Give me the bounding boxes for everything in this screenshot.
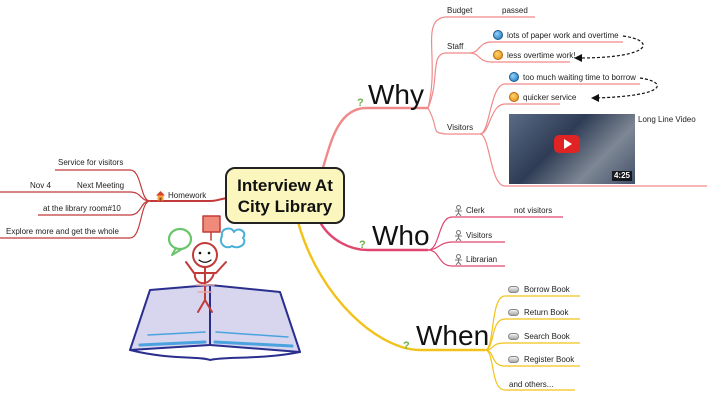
homework-item-library-room[interactable]: at the library room#10 [43, 204, 121, 213]
when-item-search-book[interactable]: Search Book [524, 332, 570, 341]
when-item5-line [484, 349, 575, 391]
who-to-clerk [427, 216, 495, 251]
when-topic[interactable]: When [416, 320, 490, 351]
pill-icon [508, 309, 519, 316]
budget-detail[interactable]: passed [502, 6, 528, 15]
globe-icon [493, 30, 503, 40]
who-item-visitors[interactable]: Visitors [466, 231, 493, 240]
visitors-item2-line [479, 103, 560, 135]
homework-item1-line [55, 169, 151, 202]
why-hint-question-mark-icon: ? [357, 97, 364, 109]
when-item-return-book[interactable]: Return Book [524, 308, 569, 317]
staff-item1-line [469, 41, 623, 54]
when-item-register-book[interactable]: Register Book [524, 355, 575, 364]
when-item-borrow-book[interactable]: Borrow Book [524, 285, 570, 294]
illustration-person-book [129, 215, 301, 361]
long-line-video-thumbnail[interactable]: 4:25 [509, 114, 635, 184]
who-to-librarian [427, 249, 505, 267]
who-hint-question-mark-icon: ? [359, 239, 366, 251]
smiley-icon [493, 50, 503, 60]
person-icon [455, 205, 462, 216]
person-icon [455, 254, 462, 265]
video-title[interactable]: Long Line Video [638, 115, 696, 124]
video-play-icon[interactable] [554, 135, 580, 153]
pill-icon [508, 286, 519, 293]
staff-item-less-overtime[interactable]: less overtime work! [507, 51, 576, 60]
who-topic[interactable]: Who [372, 220, 430, 251]
why-to-budget [427, 16, 446, 109]
when-item3-line [484, 342, 580, 351]
staff-relationship-arrow [577, 35, 644, 59]
video-duration: 4:25 [611, 171, 632, 181]
who-main-branch [318, 221, 369, 252]
homework-item-next-meeting[interactable]: Next Meeting [77, 181, 125, 190]
homework-item4-line [0, 200, 151, 239]
visitors-video-line [479, 133, 707, 187]
homework-item-explore-more[interactable]: Explore more and get the whole [6, 227, 119, 236]
house-icon [156, 191, 165, 201]
who-item-clerk[interactable]: Clerk [466, 206, 485, 215]
central-topic-line2: City Library [237, 196, 333, 216]
budget-topic[interactable]: Budget [447, 6, 473, 15]
pill-icon [508, 356, 519, 363]
staff-item-paper-work[interactable]: lots of paper work and overtime [507, 31, 619, 40]
central-topic-line1: Interview At [237, 175, 333, 195]
smiley-icon [509, 92, 519, 102]
when-item-and-others[interactable]: and others... [509, 380, 554, 389]
visitors-relationship-arrow [594, 77, 658, 99]
globe-icon [509, 72, 519, 82]
homework-topic[interactable]: Homework [168, 191, 207, 200]
homework-item-service-for-visitors[interactable]: Service for visitors [58, 158, 124, 167]
visitors-item-waiting-time[interactable]: too much waiting time to borrow [523, 73, 636, 82]
visitors-arrowhead [591, 94, 599, 102]
staff-item2-line [469, 52, 570, 63]
staff-arrowhead [574, 54, 582, 62]
next-meeting-date[interactable]: Nov 4 [30, 181, 51, 190]
visitors-item-quicker-service[interactable]: quicker service [523, 93, 577, 102]
staff-topic[interactable]: Staff [447, 42, 464, 51]
who-item-librarian[interactable]: Librarian [466, 255, 498, 264]
why-to-staff [427, 52, 446, 109]
person-icon [455, 230, 462, 241]
homework-item2-line [60, 191, 151, 202]
visitors-topic[interactable]: Visitors [447, 123, 474, 132]
pill-icon [508, 333, 519, 340]
why-topic[interactable]: Why [368, 79, 424, 110]
who-to-visitors [427, 241, 505, 251]
why-to-visitors [427, 107, 446, 135]
homework-main-branch [209, 197, 228, 202]
when-item2-line [484, 318, 580, 351]
when-main-branch [296, 221, 421, 352]
central-topic[interactable]: Interview At City Library [225, 167, 345, 224]
clerk-note[interactable]: not visitors [514, 206, 553, 215]
when-hint-question-mark-icon: ? [403, 340, 410, 352]
